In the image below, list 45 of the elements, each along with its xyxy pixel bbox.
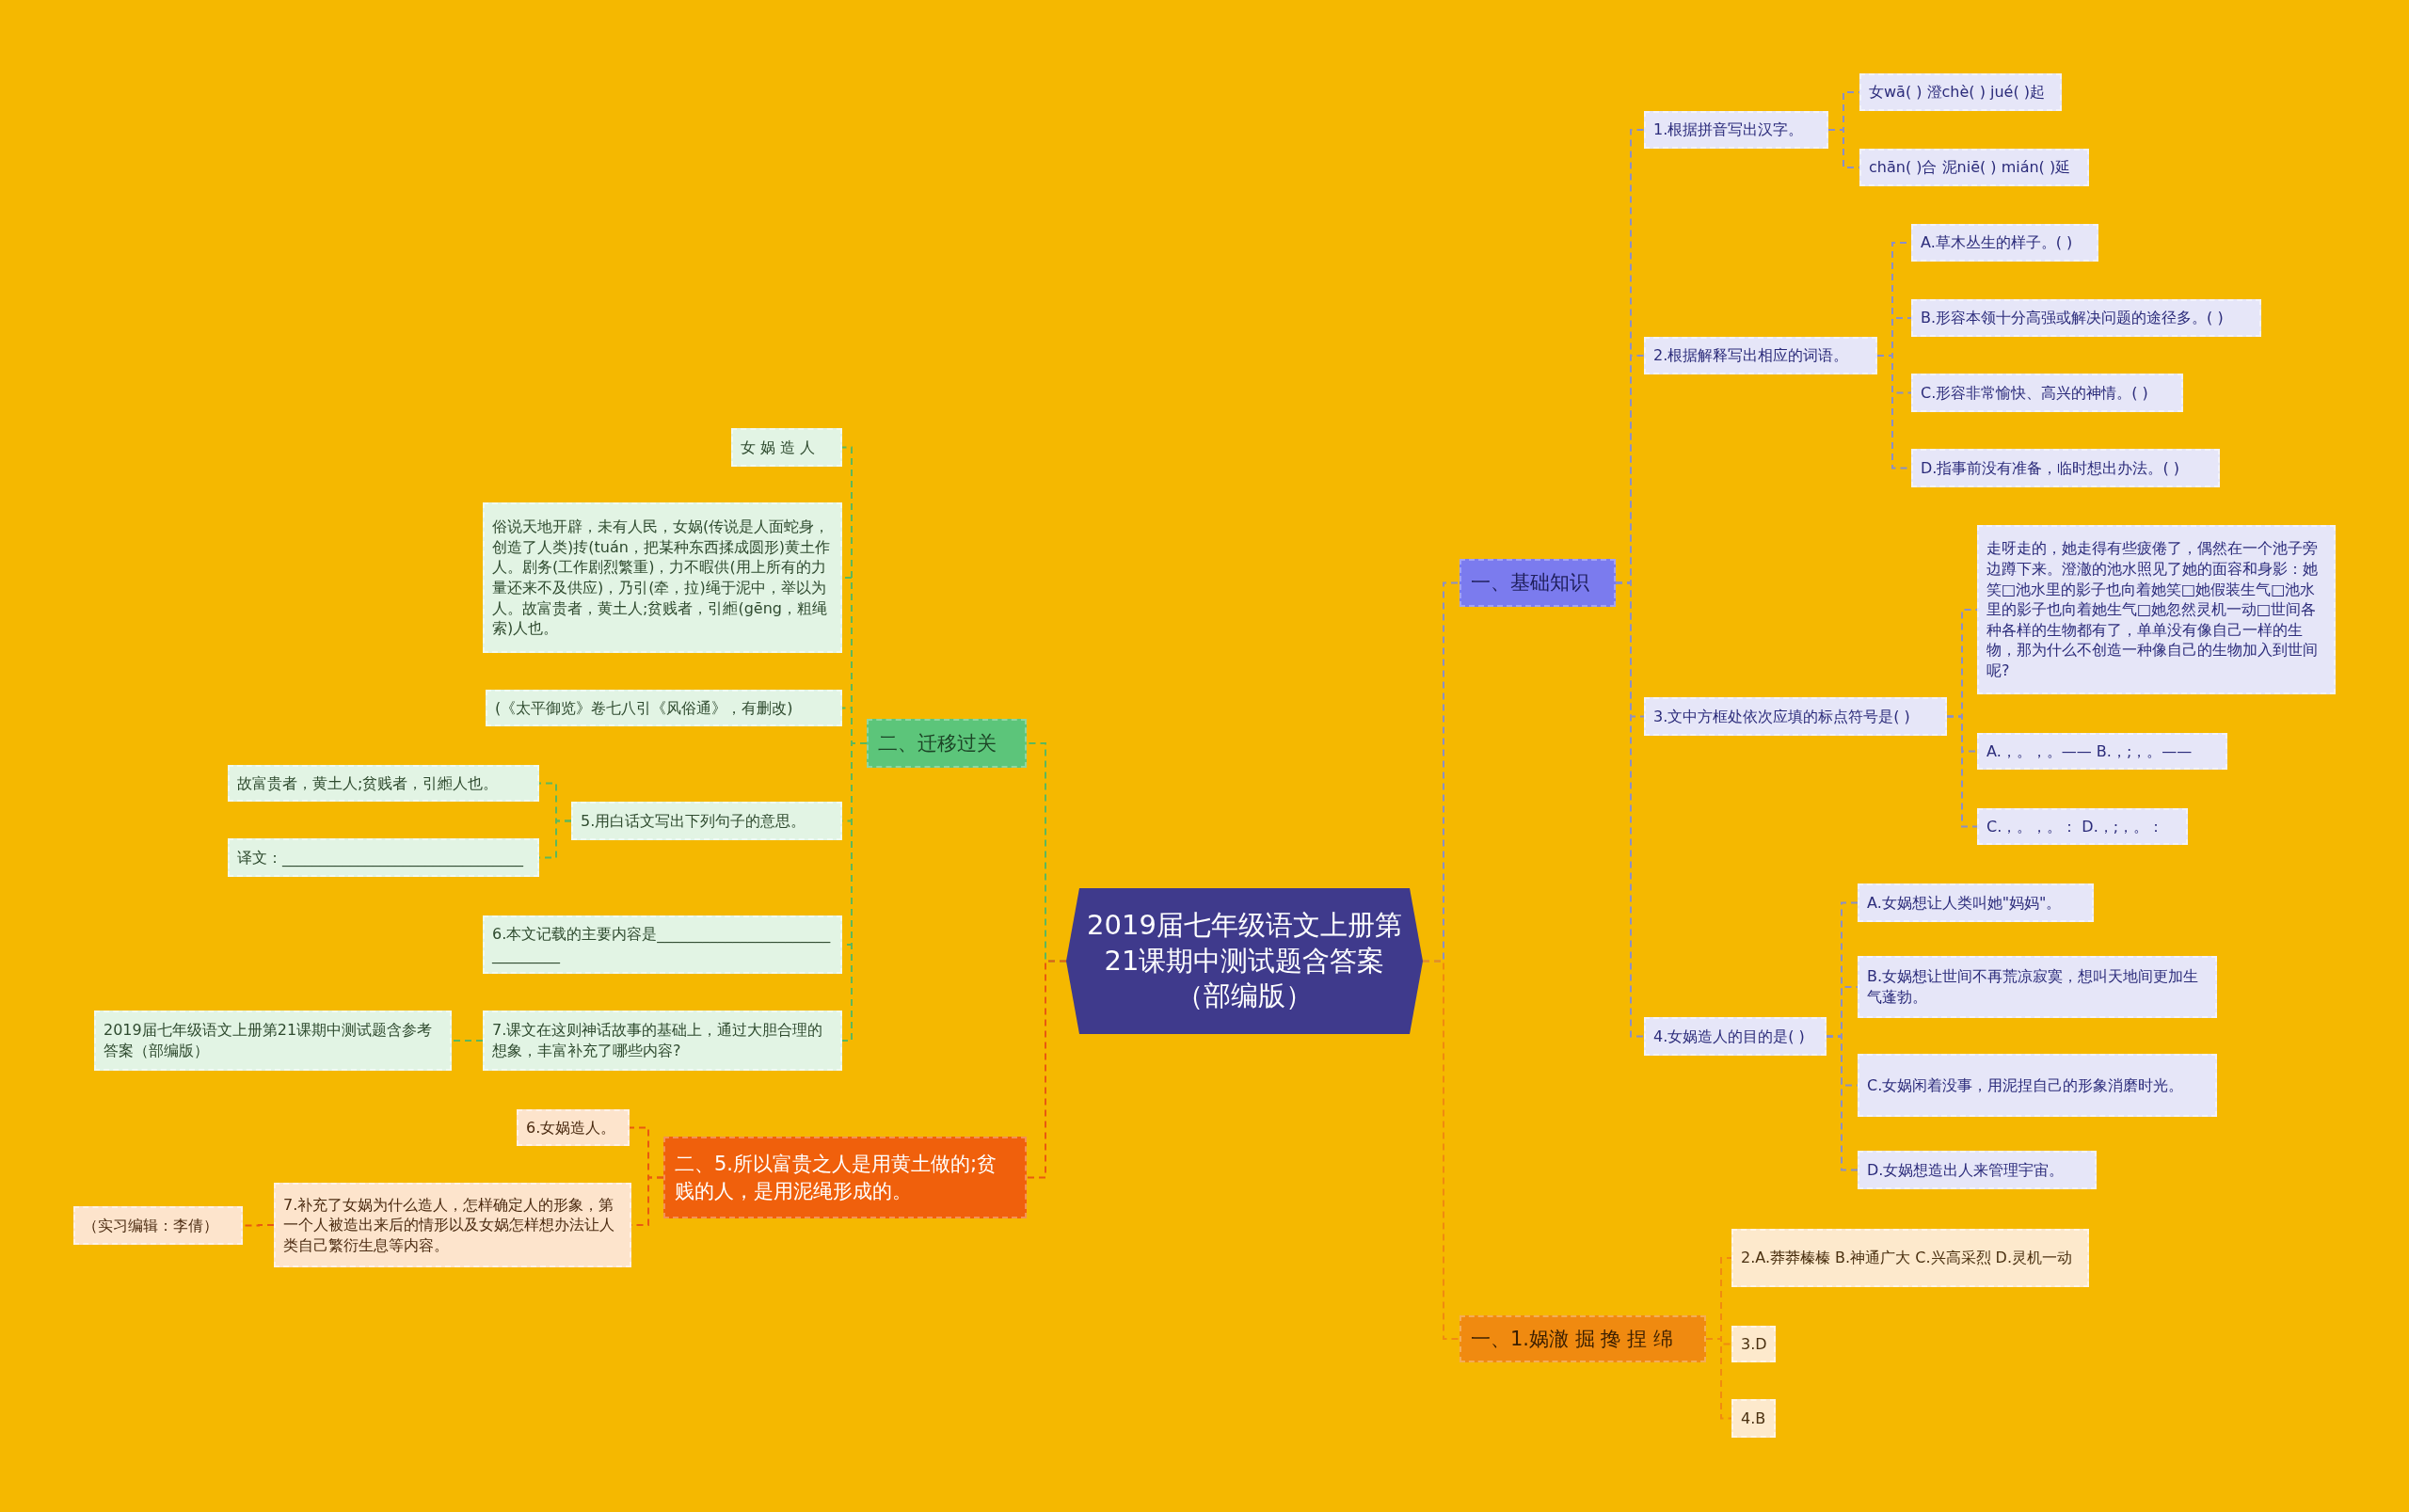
topic-box: （实习编辑：李倩） — [73, 1206, 243, 1245]
topic-box: 2019届七年级语文上册第21课期中测试题含参考答案（部编版） — [94, 1011, 452, 1071]
topic-box: 走呀走的，她走得有些疲倦了，偶然在一个池子旁边蹲下来。澄澈的池水照见了她的面容和身影：她笑□池水里的影子也向着她笑□她假装生气□池水里的影子也向着她生气□她忽然灵机一动□世间各种各样的生物都有了，单单没有像自己一样的生物，那为什么不创造一种像自己的生物加入到世间呢? — [1977, 525, 2336, 694]
connector-line — [1946, 715, 1978, 828]
topic-box: 故富贵者，黄土人;贫贱者，引縆人也。 — [228, 765, 539, 802]
topic-box: 7.课文在这则神话故事的基础上，通过大胆合理的想象，丰富补充了哪些内容? — [483, 1011, 842, 1071]
topic-box: 5.用白话文写出下列句子的意思。 — [571, 802, 842, 840]
topic-box: 4.女娲造人的目的是( ) — [1644, 1017, 1827, 1056]
topic-box: 女 娲 造 人 — [731, 428, 842, 467]
topic-box: 6.女娲造人。 — [517, 1109, 630, 1146]
connector-line — [451, 1040, 484, 1042]
topic-box: 2.根据解释写出相应的词语。 — [1644, 337, 1877, 374]
topic-box: A.草木丛生的样子。( ) — [1911, 224, 2098, 262]
topic-box: 3.文中方框处依次应填的标点符号是( ) — [1644, 697, 1947, 736]
central-topic: 2019届七年级语文上册第21课期中测试题含答案（部编版） — [1066, 888, 1423, 1034]
topic-box: 俗说天地开辟，未有人民，女娲(传说是人面蛇身，创造了人类)抟(tuán，把某种东西揉成圆形)黄土作人。剧务(工作剧烈繁重)，力不暇供(用上所有的力量还来不及供应)，乃引(牵，拉)绳于泥中，举以为人。故富贵者，黄土人;贫贱者，引縆(gēng，粗绳索)人也。 — [483, 502, 842, 653]
topic-box: 3.D — [1731, 1326, 1776, 1362]
connector-line — [1826, 1035, 1859, 1171]
topic-box: chān( )合 泥niē( ) mián( )延 — [1859, 149, 2089, 186]
topic-box: 女wā( ) 澄chè( ) jué( )起 — [1859, 73, 2062, 111]
topic-box: D.指事前没有准备，临时想出办法。( ) — [1911, 449, 2220, 487]
topic-box: (《太平御览》卷七八引《风俗通》，有删改) — [486, 690, 842, 726]
connector-line — [841, 742, 868, 1042]
topic-box: 4.B — [1731, 1399, 1776, 1438]
topic-box: A.，。，。—— B.，;，。—— — [1977, 733, 2227, 770]
branch-topic: 二、5.所以富贵之人是用黄土做的;贫贱的人，是用泥绳形成的。 — [663, 1137, 1027, 1218]
topic-box: B.女娲想让世间不再荒凉寂寞，想叫天地间更加生气蓬勃。 — [1858, 956, 2217, 1018]
topic-box: A.女娲想让人类叫她"妈妈"。 — [1858, 883, 2094, 922]
topic-box: 7.补充了女娲为什么造人，怎样确定人的形象，第一个人被造出来后的情形以及女娲怎样想办法让人类自己繁衍生息等内容。 — [274, 1183, 631, 1267]
branch-topic: 一、基础知识 — [1460, 559, 1616, 607]
topic-box: 译文：________________________________ — [228, 838, 539, 877]
connector-line — [1615, 581, 1645, 1038]
topic-box: D.女娲想造出人来管理宇宙。 — [1858, 1151, 2097, 1189]
branch-topic: 二、迁移过关 — [867, 719, 1027, 768]
topic-box: C.，。，。： D.，;，。： — [1977, 808, 2188, 845]
topic-box: 6.本文记载的主要内容是________________________________ — [483, 915, 842, 974]
connector-line — [1026, 960, 1067, 1179]
topic-box: C.形容非常愉快、高兴的神情。( ) — [1911, 374, 2183, 412]
topic-box: B.形容本领十分高强或解决问题的途径多。( ) — [1911, 299, 2261, 337]
topic-box: 1.根据拼音写出汉字。 — [1644, 111, 1828, 149]
connector-line — [1422, 960, 1460, 1340]
branch-topic: 一、1.娲澈 掘 搀 捏 绵 — [1460, 1315, 1706, 1362]
topic-box: 2.A.莽莽榛榛 B.神通广大 C.兴高采烈 D.灵机一动 — [1731, 1229, 2089, 1287]
connector-line — [1705, 1338, 1732, 1420]
topic-box: C.女娲闲着没事，用泥捏自己的形象消磨时光。 — [1858, 1054, 2217, 1117]
